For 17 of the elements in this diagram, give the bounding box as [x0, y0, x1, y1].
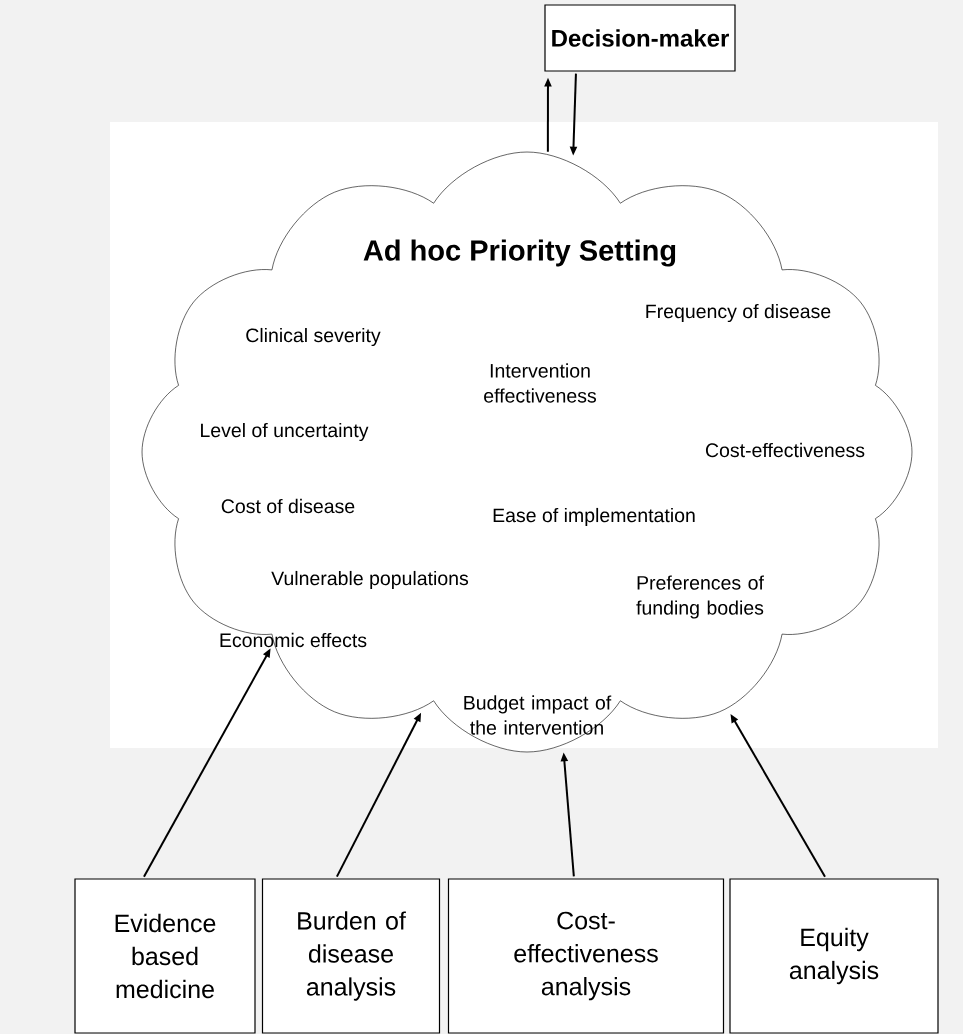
- factor-label: Level of uncertainty: [201, 422, 369, 442]
- method-box: Cost-effectiveness analysis: [447, 878, 725, 1034]
- factor-label: Frequency of disease: [646, 303, 831, 323]
- factor-label: Intervention effectiveness: [484, 363, 596, 403]
- method-box: Evidence based medicine: [74, 878, 256, 1034]
- factor-label: Clinical severity: [246, 327, 381, 347]
- factor-label: Ease of implementation: [493, 507, 695, 527]
- cloud-title: Ad hoc Priority Setting: [363, 239, 676, 267]
- factor-label: Economic effects: [220, 632, 367, 648]
- factor-label: Budget impact of the intervention: [464, 695, 612, 735]
- factor-label: Preferences of funding bodies: [636, 575, 764, 619]
- method-box: Burden of disease analysis: [261, 878, 441, 1034]
- factor-label: Cost-effectiveness: [705, 442, 865, 458]
- method-box: Equity analysis: [729, 878, 939, 1034]
- decision-box: Decision-maker: [544, 4, 736, 72]
- factor-label: Vulnerable populations: [271, 570, 469, 590]
- factor-label: Cost of disease: [221, 498, 355, 514]
